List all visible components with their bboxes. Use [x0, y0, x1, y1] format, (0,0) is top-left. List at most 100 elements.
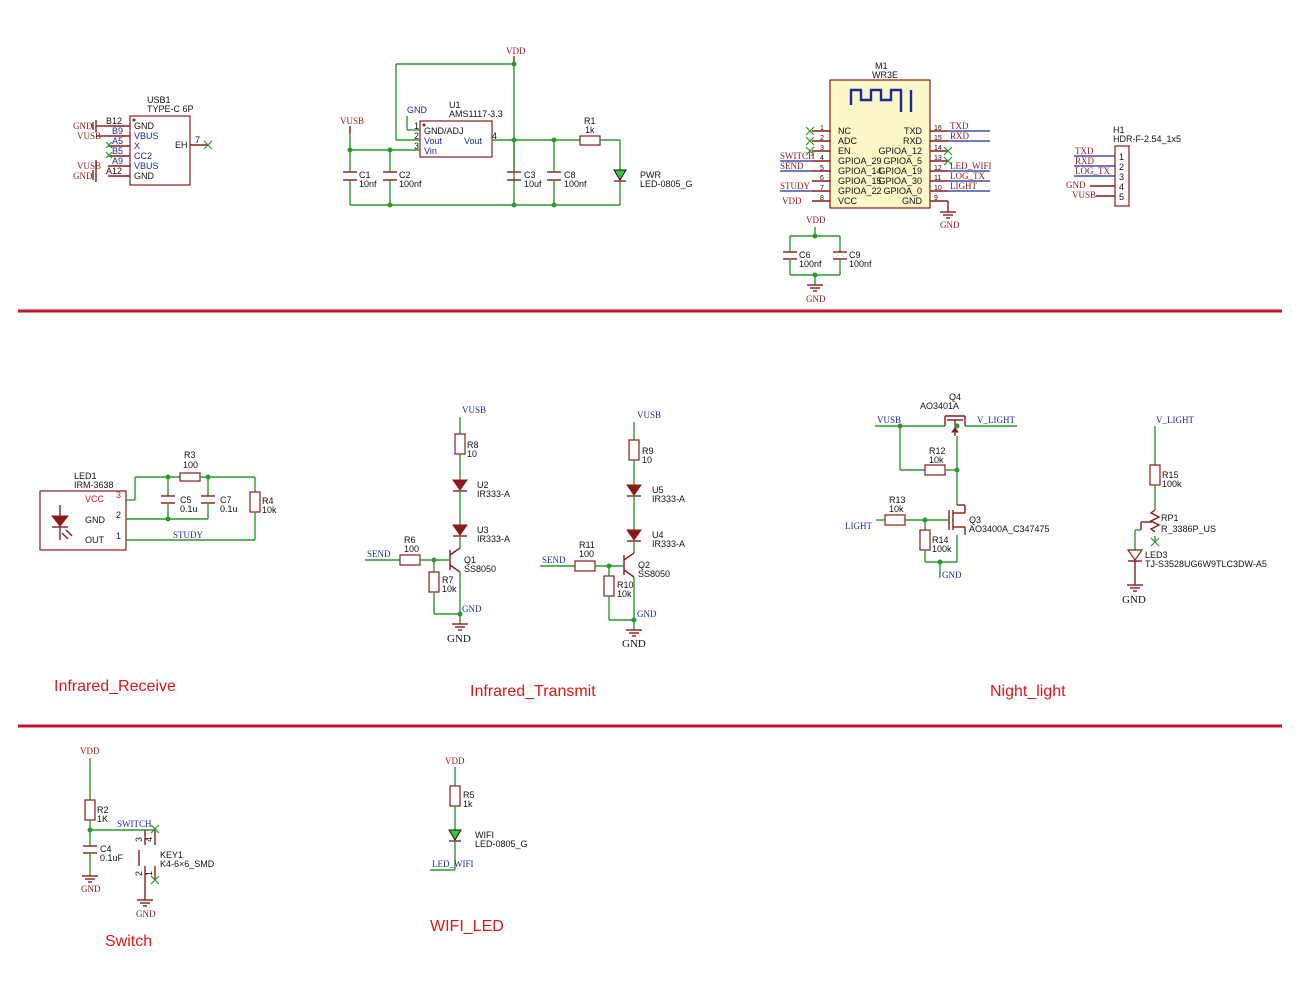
svg-text:2: 2 [134, 871, 144, 876]
svg-text:GND: GND [73, 121, 93, 131]
svg-text:B12: B12 [106, 116, 122, 126]
svg-text:LED_WIFI: LED_WIFI [950, 161, 992, 171]
ir-led-icon [452, 479, 468, 491]
svg-text:VUSB: VUSB [77, 131, 101, 141]
no-connect-icon [203, 140, 213, 150]
m1-pin-name: GND [902, 196, 923, 206]
usb1-body [129, 115, 191, 186]
h1-pin-number: 3 [1119, 172, 1124, 182]
svg-text:GND: GND [73, 171, 93, 181]
m1-pin-number: 10 [934, 185, 942, 192]
svg-text:10k: 10k [262, 505, 277, 515]
svg-text:100k: 100k [932, 544, 952, 554]
m1-pin-name: GPIOA_22 [838, 186, 882, 196]
svg-text:100nf: 100nf [849, 259, 872, 269]
svg-text:Q4: Q4 [949, 392, 961, 402]
svg-text:R13: R13 [889, 495, 906, 505]
svg-text:10nf: 10nf [359, 179, 377, 189]
svg-text:R_3386P_US: R_3386P_US [1161, 524, 1216, 534]
ir-led-icon [452, 524, 468, 536]
svg-text:U3: U3 [477, 525, 489, 535]
m1-pin-name: GPIOA_0 [883, 186, 922, 196]
svg-text:VDD: VDD [445, 756, 465, 766]
m1-pin-number: 16 [934, 125, 942, 132]
svg-text:10: 10 [642, 455, 652, 465]
svg-text:GND: GND [85, 515, 106, 525]
svg-text:R7: R7 [442, 575, 454, 585]
svg-text:GND: GND [81, 884, 101, 894]
power-regulator-block: VDD GND U1 AMS1117-3.3 GND/ADJ Vout Vin … [340, 46, 693, 208]
led3-icon [1126, 549, 1144, 562]
svg-text:100: 100 [579, 549, 594, 559]
svg-text:Vout: Vout [424, 136, 443, 146]
svg-text:IR333-A: IR333-A [477, 534, 510, 544]
svg-text:M1: M1 [875, 61, 888, 71]
no-connect-icon [805, 146, 815, 156]
led1-body [39, 490, 127, 551]
section-title-infrared-receive: Infrared_Receive [54, 678, 176, 695]
svg-text:A9: A9 [112, 156, 123, 166]
svg-text:STUDY: STUDY [173, 530, 204, 540]
no-connect-icon [805, 126, 815, 136]
m1-pin-number: 7 [820, 185, 824, 192]
m1-pin-number: 5 [820, 165, 824, 172]
svg-text:VUSB: VUSB [1072, 190, 1096, 200]
svg-text:2: 2 [116, 510, 121, 520]
m1-pin-number: 4 [820, 155, 824, 162]
svg-text:R5: R5 [463, 790, 475, 800]
section-title-wifi-led: WIFI_LED [430, 918, 504, 935]
svg-text:OUT: OUT [85, 535, 105, 545]
svg-text:KEY1: KEY1 [160, 850, 183, 860]
svg-text:SWITCH: SWITCH [117, 819, 152, 829]
svg-text:GND: GND [637, 609, 657, 619]
svg-text:A12: A12 [106, 166, 122, 176]
m1-pin-number: 13 [934, 155, 942, 162]
svg-text:Vout: Vout [464, 136, 483, 146]
svg-text:10: 10 [467, 449, 477, 459]
svg-text:VCC: VCC [85, 494, 105, 504]
svg-text:U2: U2 [477, 480, 489, 490]
svg-text:SEND: SEND [367, 549, 391, 559]
m1-pin-number: 2 [820, 135, 824, 142]
svg-text:10k: 10k [442, 584, 457, 594]
svg-text:EH: EH [175, 140, 188, 150]
svg-text:100: 100 [404, 544, 419, 554]
svg-text:3: 3 [116, 490, 121, 500]
m1-pin-number: 6 [820, 175, 824, 182]
svg-text:B9: B9 [112, 126, 123, 136]
u1-body [419, 120, 493, 158]
m1-pin-name: TXD [904, 126, 923, 136]
m1-pin-name: VCC [838, 196, 858, 206]
svg-text:K4-6×6_SMD: K4-6×6_SMD [160, 859, 215, 869]
svg-text:VBUS: VBUS [134, 131, 159, 141]
antenna-icon [849, 88, 913, 112]
svg-text:VDD: VDD [80, 746, 100, 756]
svg-text:SS8050: SS8050 [638, 569, 670, 579]
svg-text:GND: GND [447, 633, 471, 645]
svg-text:R12: R12 [929, 446, 946, 456]
svg-text:C6: C6 [799, 250, 811, 260]
svg-text:100nf: 100nf [399, 179, 422, 189]
svg-text:LED1: LED1 [74, 471, 97, 481]
svg-text:IR333-A: IR333-A [477, 489, 510, 499]
section-title-infrared-transmit: Infrared_Transmit [470, 683, 596, 700]
svg-text:WIFI: WIFI [475, 830, 494, 840]
svg-text:TXD: TXD [950, 121, 969, 131]
svg-text:VUSB: VUSB [462, 405, 486, 415]
svg-text:VUSB: VUSB [637, 410, 661, 420]
svg-text:10k: 10k [617, 589, 632, 599]
svg-text:STUDY: STUDY [780, 181, 811, 191]
svg-text:SEND: SEND [542, 555, 566, 565]
h1-pin-number: 5 [1119, 192, 1124, 202]
m1-pin-name: GPIOA_30 [878, 176, 922, 186]
svg-text:RP1: RP1 [1161, 513, 1179, 523]
section-title-switch: Switch [105, 933, 152, 950]
svg-text:0.1u: 0.1u [220, 504, 238, 514]
infrared-transmit-ch1: VUSB R8 10 U2 IR333-A U3 IR333-A Q1 SS80… [365, 405, 510, 645]
svg-text:LED_WIFI: LED_WIFI [432, 859, 474, 869]
m1-pin-number: 1 [820, 125, 824, 132]
usb1-ref: USB1 [147, 95, 171, 105]
svg-text:R1: R1 [584, 116, 596, 126]
